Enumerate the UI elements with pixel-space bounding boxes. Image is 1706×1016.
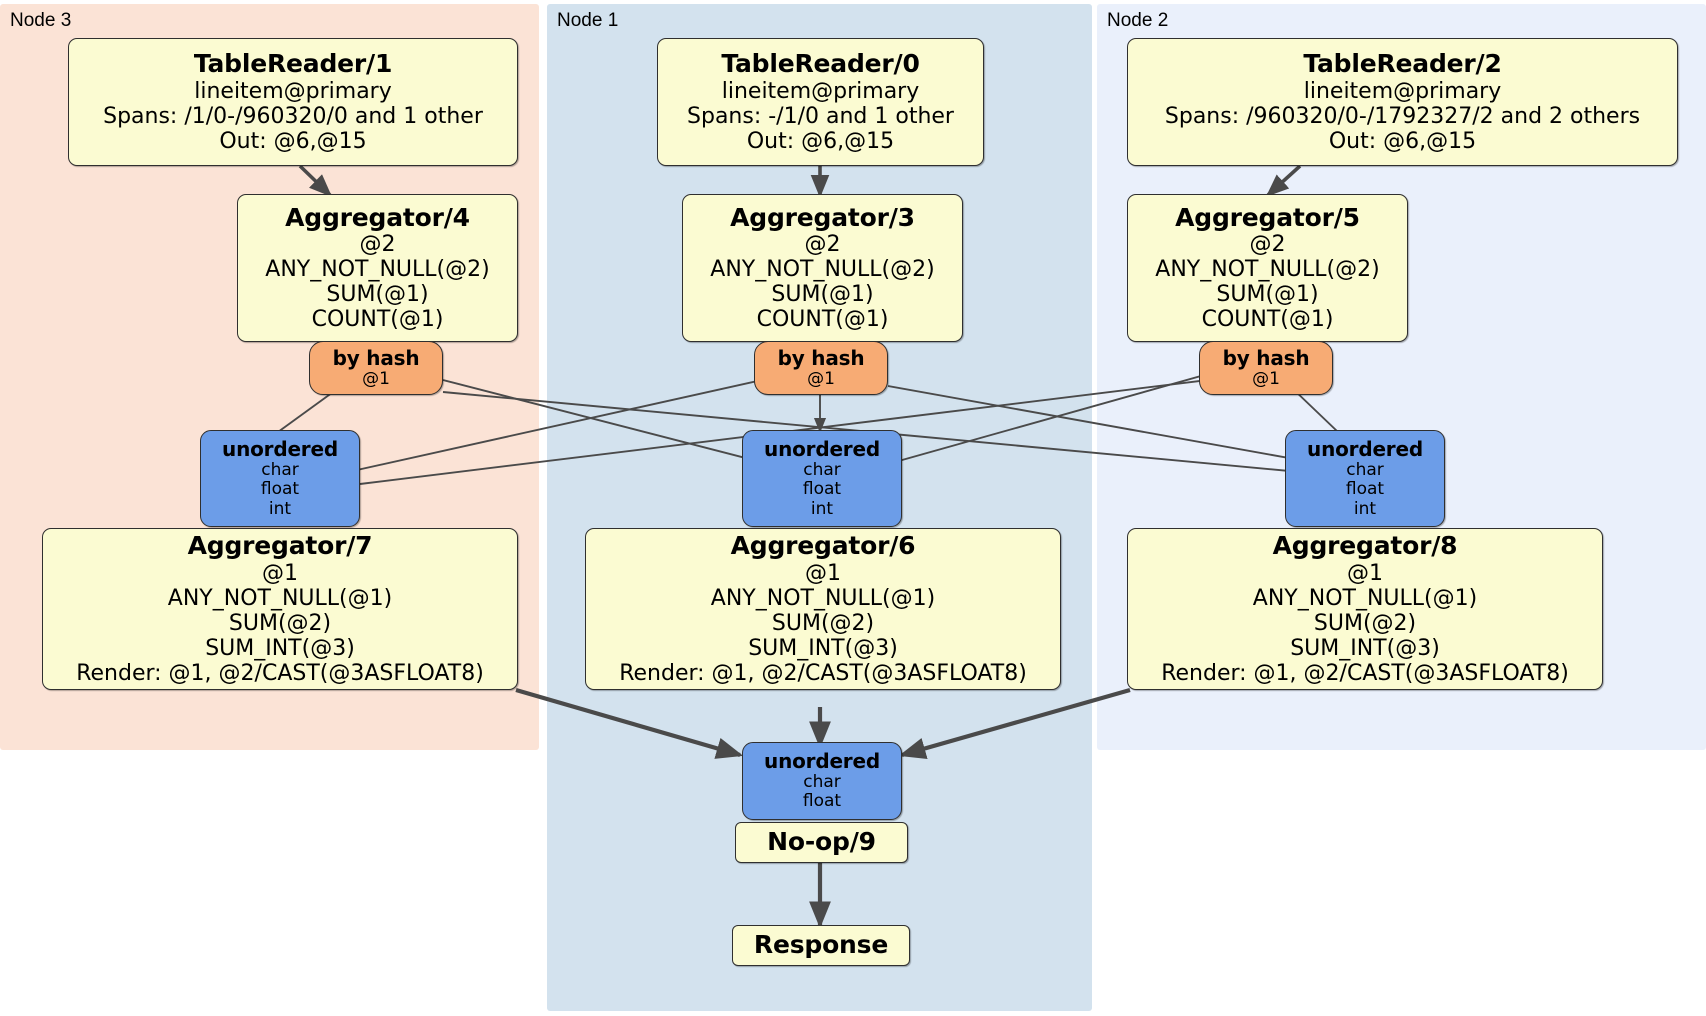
processor-title: No-op/9 — [767, 827, 876, 857]
processor-detail-agg2: SUM(@1) — [1216, 282, 1319, 308]
processor-detail-groupcols: @1 — [262, 560, 298, 586]
processor-aggregator3[interactable]: Aggregator/3 @2 ANY_NOT_NULL(@2) SUM(@1)… — [682, 194, 963, 342]
router-detail-col: @1 — [807, 368, 835, 389]
router-byhash-right[interactable]: by hash @1 — [1199, 341, 1333, 395]
synchronizer-type-1: char — [1346, 459, 1384, 480]
processor-detail-table: lineitem@primary — [1303, 78, 1502, 104]
synchronizer-type-2: float — [1345, 479, 1385, 500]
processor-title: TableReader/2 — [1303, 49, 1502, 79]
processor-detail-agg1: ANY_NOT_NULL(@1) — [167, 585, 393, 611]
processor-detail-agg1: ANY_NOT_NULL(@2) — [710, 257, 935, 283]
processor-detail-agg3: COUNT(@1) — [1201, 307, 1334, 333]
synchronizer-type-3: int — [810, 498, 834, 519]
node-panel-label-node1: Node 1 — [557, 10, 619, 31]
synchronizer-title: unordered — [1307, 437, 1423, 462]
processor-detail-render: Render: @1, @2/CAST(@3ASFLOAT8) — [76, 660, 484, 686]
processor-noop9[interactable]: No-op/9 — [735, 822, 908, 863]
processor-detail-groupcols: @2 — [804, 232, 841, 258]
processor-aggregator8[interactable]: Aggregator/8 @1 ANY_NOT_NULL(@1) SUM(@2)… — [1127, 528, 1603, 690]
processor-detail-agg2: SUM(@1) — [326, 282, 429, 308]
processor-detail-out: Out: @6,@15 — [746, 128, 895, 154]
processor-detail-agg2: SUM(@2) — [771, 610, 875, 636]
processor-title: Aggregator/6 — [730, 531, 916, 561]
synchronizer-type-2: float — [802, 791, 842, 812]
synchronizer-sync-right[interactable]: unordered char float int — [1285, 430, 1445, 527]
processor-aggregator7[interactable]: Aggregator/7 @1 ANY_NOT_NULL(@1) SUM(@2)… — [42, 528, 518, 690]
processor-title: Response — [753, 930, 889, 960]
processor-detail-spans: Spans: /960320/0-/1792327/2 and 2 others — [1164, 103, 1641, 129]
processor-detail-agg1: ANY_NOT_NULL(@1) — [1252, 585, 1478, 611]
router-title: by hash — [332, 345, 420, 370]
processor-detail-spans: Spans: -/1/0 and 1 other — [687, 103, 954, 129]
processor-detail-agg1: ANY_NOT_NULL(@1) — [710, 585, 936, 611]
processor-detail-render: Render: @1, @2/CAST(@3ASFLOAT8) — [619, 660, 1027, 686]
processor-detail-spans: Spans: /1/0-/960320/0 and 1 other — [103, 103, 483, 129]
processor-detail-table: lineitem@primary — [721, 78, 920, 104]
processor-aggregator6[interactable]: Aggregator/6 @1 ANY_NOT_NULL(@1) SUM(@2)… — [585, 528, 1061, 690]
processor-title: Aggregator/4 — [285, 202, 470, 232]
processor-detail-agg3: SUM_INT(@3) — [748, 635, 898, 661]
synchronizer-sync-left[interactable]: unordered char float int — [200, 430, 360, 527]
router-detail-col: @1 — [1252, 368, 1280, 389]
processor-detail-agg3: SUM_INT(@3) — [1290, 635, 1440, 661]
synchronizer-type-2: float — [260, 479, 300, 500]
processor-detail-agg2: SUM(@1) — [771, 282, 874, 308]
processor-title: Aggregator/3 — [730, 202, 915, 232]
processor-aggregator4[interactable]: Aggregator/4 @2 ANY_NOT_NULL(@2) SUM(@1)… — [237, 194, 518, 342]
processor-detail-render: Render: @1, @2/CAST(@3ASFLOAT8) — [1161, 660, 1569, 686]
processor-detail-groupcols: @1 — [805, 560, 841, 586]
router-byhash-center[interactable]: by hash @1 — [754, 341, 888, 395]
router-detail-col: @1 — [362, 368, 390, 389]
synchronizer-title: unordered — [764, 437, 880, 462]
router-title: by hash — [777, 345, 865, 370]
router-title: by hash — [1222, 345, 1310, 370]
processor-detail-agg1: ANY_NOT_NULL(@2) — [1155, 257, 1380, 283]
processor-tablereader0[interactable]: TableReader/0 lineitem@primary Spans: -/… — [657, 38, 984, 166]
synchronizer-type-3: int — [268, 498, 292, 519]
synchronizer-type-2: float — [802, 479, 842, 500]
synchronizer-sync-final[interactable]: unordered char float — [742, 742, 902, 820]
processor-detail-agg1: ANY_NOT_NULL(@2) — [265, 257, 490, 283]
processor-detail-agg3: COUNT(@1) — [311, 307, 444, 333]
synchronizer-type-1: char — [803, 459, 841, 480]
processor-detail-groupcols: @1 — [1347, 560, 1383, 586]
node-panel-label-node2: Node 2 — [1107, 10, 1169, 31]
node-panel-label-node3: Node 3 — [10, 10, 72, 31]
processor-detail-agg3: SUM_INT(@3) — [205, 635, 355, 661]
router-byhash-left[interactable]: by hash @1 — [309, 341, 443, 395]
processor-detail-agg2: SUM(@2) — [228, 610, 332, 636]
processor-title: TableReader/1 — [193, 49, 393, 79]
synchronizer-type-1: char — [803, 772, 841, 793]
processor-detail-out: Out: @6,@15 — [1328, 128, 1477, 154]
processor-detail-groupcols: @2 — [359, 232, 396, 258]
processor-detail-out: Out: @6,@15 — [219, 128, 367, 154]
processor-detail-groupcols: @2 — [1249, 232, 1286, 258]
processor-tablereader1[interactable]: TableReader/1 lineitem@primary Spans: /1… — [68, 38, 518, 166]
synchronizer-title: unordered — [222, 437, 338, 462]
processor-detail-agg3: COUNT(@1) — [756, 307, 889, 333]
synchronizer-type-3: int — [1353, 498, 1377, 519]
processor-aggregator5[interactable]: Aggregator/5 @2 ANY_NOT_NULL(@2) SUM(@1)… — [1127, 194, 1408, 342]
processor-title: Aggregator/8 — [1272, 531, 1458, 561]
processor-response[interactable]: Response — [732, 925, 910, 966]
processor-title: Aggregator/7 — [187, 531, 373, 561]
processor-detail-agg2: SUM(@2) — [1313, 610, 1417, 636]
synchronizer-title: unordered — [764, 749, 880, 774]
synchronizer-sync-center[interactable]: unordered char float int — [742, 430, 902, 527]
processor-tablereader2[interactable]: TableReader/2 lineitem@primary Spans: /9… — [1127, 38, 1678, 166]
synchronizer-type-1: char — [261, 459, 299, 480]
processor-title: Aggregator/5 — [1175, 202, 1360, 232]
processor-title: TableReader/0 — [721, 49, 920, 79]
processor-detail-table: lineitem@primary — [194, 78, 392, 104]
